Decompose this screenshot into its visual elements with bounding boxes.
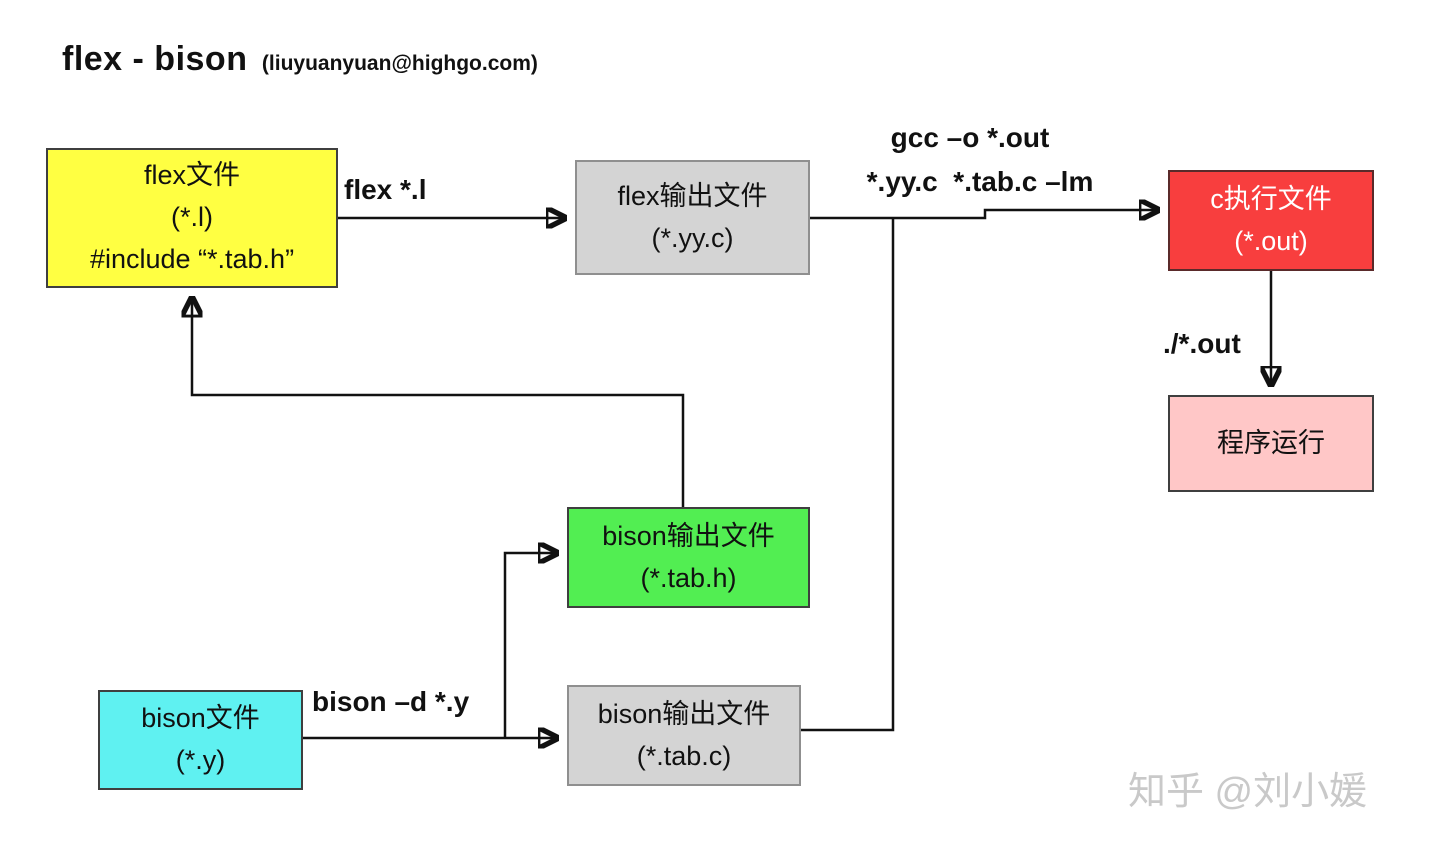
node-bison-file-line2: (*.y): [175, 745, 226, 775]
node-flex-file: flex文件 (*.l) #include “*.tab.h”: [46, 148, 338, 288]
node-bison-output-c-line2: (*.tab.c): [636, 740, 732, 771]
edge-label-run-command: ./*.out: [1163, 328, 1241, 359]
node-program-run-line1: 程序运行: [1217, 427, 1325, 458]
node-flex-file-line2: (*.l): [171, 202, 213, 233]
node-flex-output: flex输出文件 (*.yy.c): [575, 160, 810, 275]
node-c-executable: c执行文件 (*.out): [1168, 170, 1374, 271]
node-bison-output-h-line2: (*.tab.h): [640, 562, 737, 593]
watermark-zhihu: 知乎 @刘小媛: [1128, 771, 1368, 813]
edge-label-gcc-command-line1: gcc –o *.out: [890, 122, 1050, 153]
edge-label-gcc-command-line2: *.yy.c *.tab.c –lm: [866, 166, 1094, 197]
node-bison-output-c: bison输出文件 (*.tab.c): [567, 685, 801, 786]
diagram-title: flex - bison (liuyuanyuan@highgo.com): [62, 40, 538, 79]
node-c-executable-line2: (*.out): [1234, 225, 1308, 256]
node-program-run: 程序运行: [1168, 395, 1374, 492]
node-flex-file-line1: flex文件: [143, 160, 241, 191]
edge-label-bison-command: bison –d *.y: [312, 686, 470, 717]
node-flex-output-line1: flex输出文件: [617, 180, 768, 211]
title-email: (liuyuanyuan@highgo.com): [261, 52, 538, 75]
node-bison-file: bison文件 (*.y): [98, 690, 303, 790]
edge-bisonfile-to-bisonoutputh: [503, 553, 559, 738]
node-bison-output-c-line1: bison输出文件: [597, 698, 771, 729]
title-text: flex - bison: [62, 40, 248, 78]
edge-label-flex-command: flex *.l: [344, 174, 427, 205]
node-c-executable-line1: c执行文件: [1210, 183, 1332, 214]
node-bison-output-h-line1: bison输出文件: [602, 520, 775, 551]
edge-bisonoutputc-to-cexec: [800, 218, 895, 732]
node-bison-output-h: bison输出文件 (*.tab.h): [567, 507, 810, 608]
node-bison-file-line1: bison文件: [141, 703, 260, 734]
node-flex-output-line2: (*.yy.c): [651, 222, 734, 253]
edge-flexoutput-to-cexec: [810, 210, 1160, 218]
edge-bisonoutputh-to-flexfile: [192, 296, 685, 507]
node-flex-file-line3: #include “*.tab.h”: [89, 243, 295, 274]
